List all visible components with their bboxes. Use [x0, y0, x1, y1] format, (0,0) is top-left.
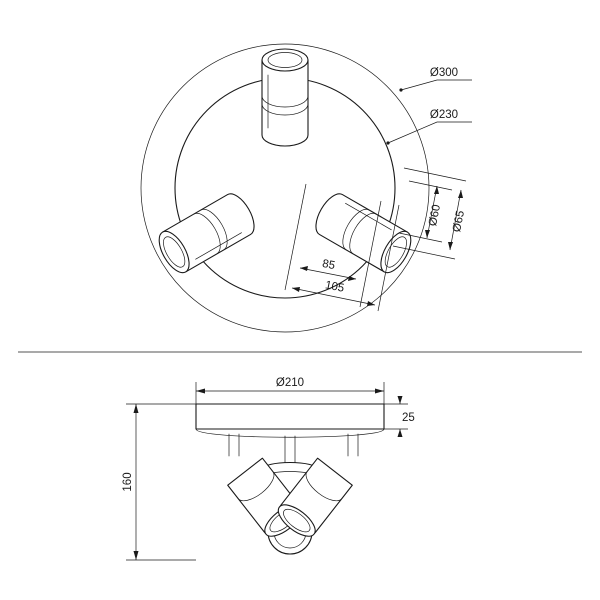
dim-160: 160 [122, 403, 196, 561]
dim-230-dot [386, 141, 390, 145]
dim-d65-label: Ø65 [451, 210, 467, 234]
dim-105-arrow-right [367, 301, 375, 306]
top-view: Ø300 Ø230 [140, 43, 472, 333]
spot-right-lens-outer [158, 230, 190, 274]
base-plate-body [195, 403, 385, 430]
spot-top-joint-line-b [261, 103, 309, 116]
dim-300-label: Ø300 [430, 67, 458, 79]
ext-line-spot-start [284, 183, 307, 291]
ext-line-lens-top [403, 167, 467, 182]
dim-25: 25 [384, 396, 415, 437]
dim-d210-arrow-left [196, 388, 205, 394]
dim-d60: Ø60 [425, 185, 443, 239]
spot-right-lens-inner [163, 236, 186, 268]
ext-line-lens-bottom [392, 245, 456, 260]
dim-105: 105 [291, 279, 376, 306]
dim-25-arrow-top [397, 396, 403, 404]
spot-top-lens-inner [267, 52, 303, 68]
dim-d60-arrow-top [434, 186, 439, 194]
ext-line-spot-tip [377, 204, 400, 312]
spot-top-joint-line-a [261, 95, 309, 108]
dim-160-label: 160 [122, 472, 134, 491]
lamp-right-lens-outer [277, 504, 316, 537]
dim-300-leader [400, 79, 472, 91]
dim-85-label: 85 [321, 258, 336, 272]
dim-230-label: Ø230 [430, 109, 458, 121]
dim-105-label: 105 [324, 279, 345, 294]
dim-right-spot-group: 85 105 Ø60 [284, 167, 467, 312]
ext-line-lens-inner-top [408, 180, 453, 191]
ext-line-lens-inner-bottom [398, 232, 443, 243]
dim-85: 85 [299, 258, 357, 281]
dim-d65-line [449, 189, 462, 251]
spot-right-joint-line-a [193, 213, 221, 255]
dim-outer-circle-300: Ø300 [399, 67, 472, 92]
stem-right [347, 433, 359, 457]
spot-top-body [261, 59, 309, 147]
dim-230-leader [387, 121, 472, 144]
dim-300-dot [399, 88, 403, 92]
spot-top [261, 48, 309, 147]
base-plate [195, 403, 385, 438]
stem-center [284, 435, 296, 464]
dim-105-line [291, 287, 376, 306]
dim-25-label: 25 [402, 412, 415, 424]
dim-d65-arrow-bottom [448, 242, 453, 250]
dim-d65-arrow-top [458, 190, 463, 198]
dim-inner-circle-230: Ø230 [386, 109, 472, 145]
lamp-right [277, 457, 353, 537]
stems [228, 433, 359, 464]
lamp-right-lens-inner [283, 508, 311, 533]
dim-d210: Ø210 [195, 377, 385, 404]
spot-left-joint-line-b [342, 209, 370, 251]
dim-85-arrow-left [300, 266, 308, 271]
dim-d60-line [426, 185, 438, 239]
stem-left [228, 433, 240, 457]
spot-left-highlight [345, 202, 392, 231]
dim-85-arrow-right [348, 276, 356, 281]
dim-160-arrow-top [133, 404, 139, 413]
spot-right-highlight [195, 232, 242, 260]
dim-d210-arrow-right [375, 388, 384, 394]
spot-left-lens-outer [380, 230, 412, 274]
dim-25-arrow-bottom [397, 429, 403, 437]
side-view: Ø210 25 160 [122, 377, 415, 561]
spot-right-joint-line-b [200, 209, 228, 251]
dim-d210-label: Ø210 [276, 377, 304, 389]
ext-line-spot-body-end [359, 200, 382, 308]
spot-left-lens-inner [384, 236, 407, 268]
dim-d60-label: Ø60 [427, 204, 443, 228]
dim-160-arrow-bottom [133, 551, 139, 560]
base-plate-underside [195, 428, 385, 438]
spot-right [158, 193, 255, 274]
outer-circle-300 [140, 43, 430, 333]
spot-left [315, 193, 412, 274]
dim-105-arrow-left [292, 287, 300, 292]
lamp-left-joint [237, 471, 275, 502]
spot-left-joint-line-a [349, 213, 377, 255]
lamp-right-joint [305, 471, 343, 502]
dim-d65: Ø65 [448, 189, 467, 251]
dim-85-line [299, 267, 357, 280]
dim-d60-arrow-bottom [425, 230, 430, 238]
